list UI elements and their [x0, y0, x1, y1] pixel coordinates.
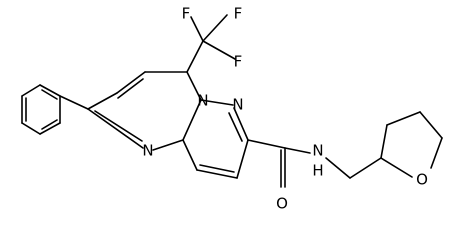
bond: [430, 137, 443, 169]
bond: [186, 40, 204, 73]
fluorine-label: F: [234, 5, 243, 23]
bond: [380, 157, 413, 178]
bond: [247, 139, 286, 149]
ring-oxygen-label: O: [416, 171, 428, 189]
bond: [182, 99, 202, 141]
bond: [41, 119, 58, 130]
bond: [190, 16, 204, 42]
bond: [152, 139, 184, 151]
bond: [59, 95, 89, 110]
bond: [182, 139, 198, 171]
bond: [202, 14, 228, 42]
bond: [186, 71, 202, 101]
nitrogen-label: N: [232, 96, 243, 114]
fluorine-label: F: [182, 5, 191, 23]
bond: [202, 40, 236, 60]
bonds: [21, 14, 443, 188]
hydrogen-label: H: [312, 162, 323, 180]
bond: [284, 147, 311, 154]
bond: [349, 157, 382, 179]
bond: [236, 139, 249, 179]
fluorine-label: F: [234, 53, 243, 71]
molecule-diagram: F F F N N N N H O O: [21, 5, 443, 213]
bond: [325, 157, 351, 179]
bond: [41, 89, 58, 100]
bond: [228, 112, 243, 142]
bond: [21, 122, 41, 135]
bond: [116, 71, 146, 94]
nitrogen-label: N: [197, 92, 208, 110]
bond: [87, 92, 118, 110]
bond: [199, 164, 235, 173]
bond: [386, 111, 421, 126]
amide-nitrogen-label: N: [312, 142, 323, 160]
bond: [39, 84, 61, 97]
bond: [380, 124, 388, 159]
bond: [196, 169, 238, 179]
bond: [87, 108, 144, 149]
nitrogen-label: N: [142, 142, 153, 160]
bond: [117, 78, 144, 99]
carbonyl-oxygen-label: O: [276, 195, 288, 213]
bond: [419, 111, 443, 139]
bond: [39, 122, 61, 135]
atom-labels: F F F N N N N H O O: [142, 5, 428, 213]
bond: [94, 110, 143, 142]
bond: [233, 107, 249, 141]
bond: [200, 99, 234, 106]
structure-drawing: F F F N N N N H O O: [21, 5, 443, 213]
bond: [21, 84, 41, 97]
